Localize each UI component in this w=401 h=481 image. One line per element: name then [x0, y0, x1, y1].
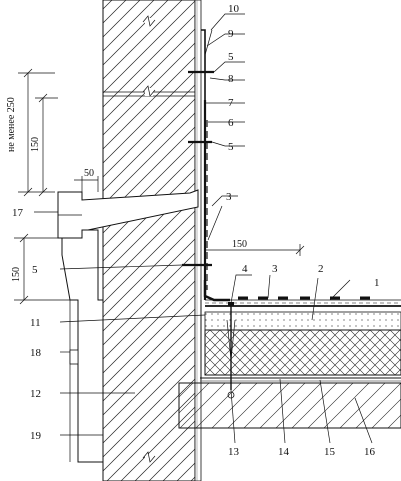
callout-1: 1: [374, 277, 380, 289]
callout-12: 12: [30, 388, 41, 400]
dim-150-horizontal: 150: [232, 239, 247, 250]
leader-lines: [34, 13, 373, 444]
overflow-funnel: [57, 189, 199, 239]
callout-16: 16: [364, 446, 376, 458]
callout-11: 11: [30, 317, 41, 329]
metal-apron: [182, 29, 214, 300]
dim-150-upper: 150: [30, 137, 41, 152]
callout-18: 18: [30, 347, 42, 359]
callout-13: 13: [228, 446, 240, 458]
callout-2: 2: [318, 263, 324, 275]
callout-9: 9: [228, 28, 234, 40]
callout-7: 7: [228, 97, 234, 109]
dimension-labels: не менее 250 150 150 50 150: [6, 97, 247, 282]
plinth-facing: [61, 229, 104, 463]
callout-15: 15: [324, 446, 336, 458]
dim-50: 50: [84, 168, 94, 179]
callout-3-lower: 3: [272, 263, 278, 275]
callout-17: 17: [12, 207, 24, 219]
callout-6: 6: [228, 117, 234, 129]
callout-14: 14: [278, 446, 290, 458]
roof-layers: [178, 280, 401, 429]
callout-4: 4: [242, 263, 248, 275]
callout-5-bottom: 5: [32, 264, 38, 276]
callout-19: 19: [30, 430, 42, 442]
callout-10: 10: [228, 3, 240, 15]
callout-8: 8: [228, 73, 234, 85]
callout-5-mid: 5: [228, 141, 234, 153]
callouts: 1 2 3 3 4 5 5 5 6 7 8 9 10 11 12 13 14 1…: [12, 3, 380, 458]
callout-5-top: 5: [228, 51, 234, 63]
dimension-lines: [14, 68, 305, 305]
dim-150-lower: 150: [11, 267, 22, 282]
dim-min-250: не менее 250: [6, 97, 17, 152]
callout-3-upper: 3: [226, 191, 232, 203]
